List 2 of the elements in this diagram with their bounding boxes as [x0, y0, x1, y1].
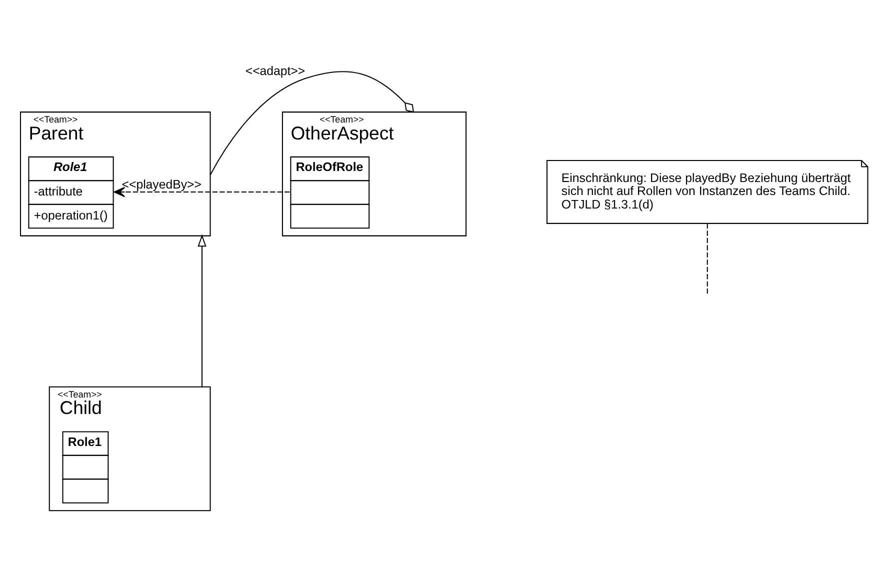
edge-label: <<adapt>> — [245, 64, 306, 78]
edge-label: <<playedBy>> — [122, 176, 202, 191]
